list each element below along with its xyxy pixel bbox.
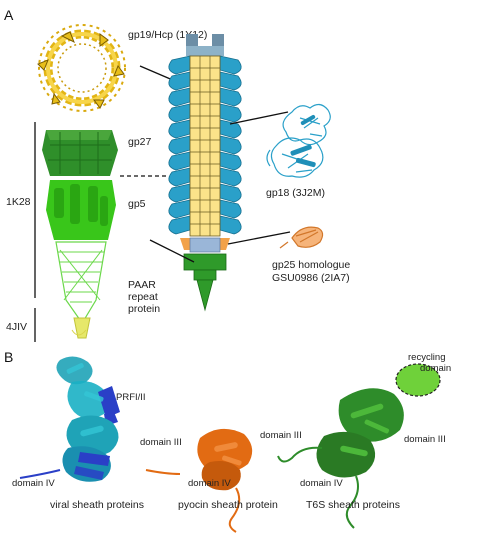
- panel-a-letter: A: [4, 7, 14, 23]
- connector-paar: [149, 239, 195, 263]
- title-viral-sheath: viral sheath proteins: [50, 499, 144, 511]
- label-t6s-domain-iv: domain IV: [300, 478, 343, 489]
- label-recycling-2: domain: [420, 363, 451, 374]
- panel-b-letter: B: [4, 349, 13, 365]
- label-gp5: gp5: [128, 198, 146, 210]
- title-t6s-sheath: T6S sheath proteins: [306, 499, 400, 511]
- label-pyocin-domain-iv: domain IV: [188, 478, 231, 489]
- label-4jiv: 4JIV: [6, 321, 27, 333]
- tail-schematic: [168, 34, 242, 312]
- pyocin-sheath-structure: [145, 428, 253, 533]
- label-gp18: gp18 (3J2M): [266, 187, 325, 199]
- label-prfi: PRFI/II: [116, 392, 146, 403]
- gp18-structure: [266, 103, 331, 178]
- viral-sheath-structure: [19, 356, 120, 482]
- title-pyocin-sheath: pyocin sheath protein: [178, 499, 278, 511]
- gp18-helices: [290, 115, 316, 168]
- label-1k28: 1K28: [6, 196, 31, 208]
- label-gp25-2: GSU0986 (2IA7): [272, 272, 350, 284]
- label-gp27: gp27: [128, 136, 152, 148]
- gp27-gp5-spike-structure: [42, 130, 118, 339]
- hcp-ring-structure: [37, 24, 126, 112]
- recycling-domain-oval: [395, 363, 441, 397]
- t6s-sheath-structure: [277, 388, 404, 529]
- connector-gp18: [229, 111, 289, 125]
- label-t6s-domain-iii: domain III: [404, 434, 446, 445]
- label-pyocin-domain-iii: domain III: [260, 430, 302, 441]
- label-paar-3: protein: [128, 303, 160, 315]
- label-paar-1: PAAR: [128, 279, 156, 291]
- gp25-structure: [279, 226, 324, 249]
- label-recycling-1: recycling: [408, 352, 446, 363]
- label-paar-2: repeat: [128, 291, 158, 303]
- label-viral-domain-iii: domain III: [140, 437, 182, 448]
- connector-gp25: [227, 231, 291, 245]
- label-viral-domain-iv: domain IV: [12, 478, 55, 489]
- label-gp25-1: gp25 homologue: [272, 259, 350, 271]
